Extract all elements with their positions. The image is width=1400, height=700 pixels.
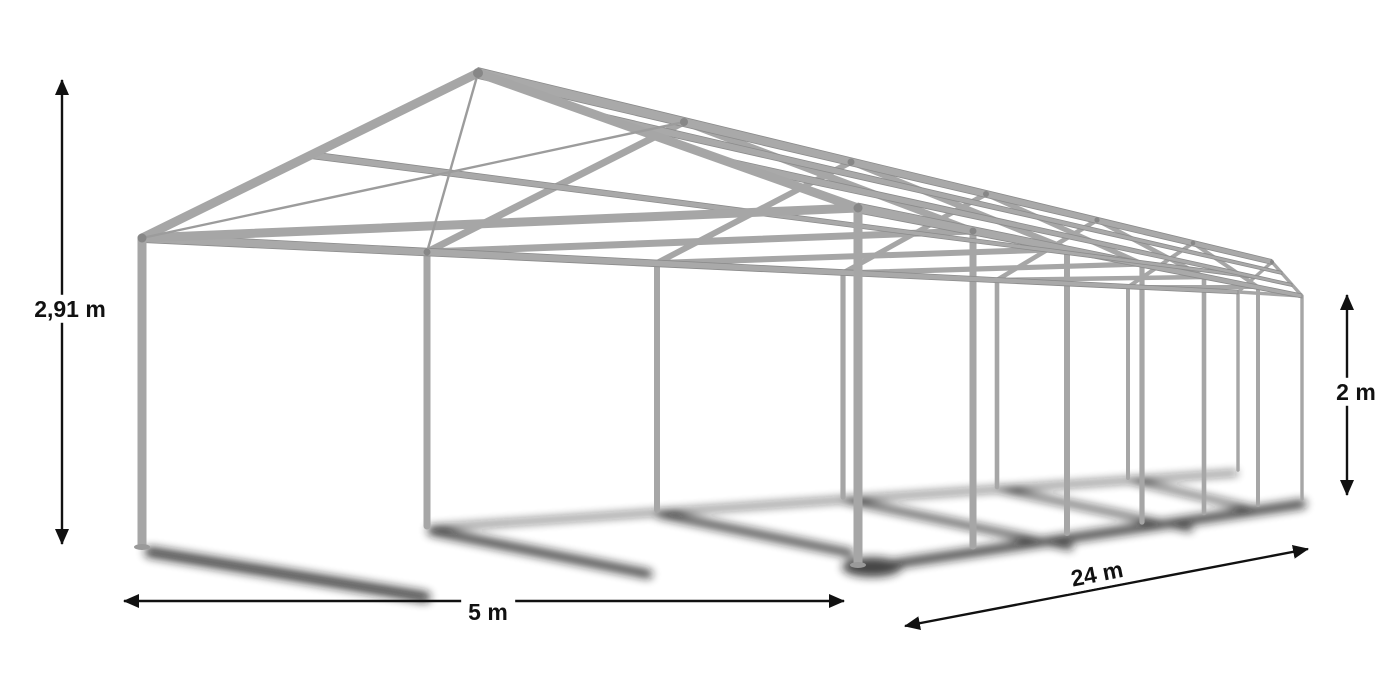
ridge-joint	[983, 191, 989, 197]
eave-joint	[137, 233, 147, 243]
eave-joint	[969, 227, 977, 235]
dimension-arrows	[55, 79, 1354, 631]
ridge-joint	[1190, 240, 1196, 246]
dimension-label-ridge-height: 2,91 m	[27, 294, 113, 324]
shadow-streak	[656, 510, 854, 557]
dimension-label-eave-height: 2 m	[1329, 377, 1383, 407]
dimension-label-front-width: 5 m	[461, 597, 515, 627]
ridge-joint	[847, 158, 855, 166]
eave-joint	[423, 248, 431, 256]
shadow-streak	[144, 546, 431, 603]
shadow-streak	[861, 499, 1307, 573]
ridge-joint	[473, 68, 483, 78]
gable-frame	[1236, 260, 1304, 501]
shadow-streak	[1127, 477, 1265, 514]
ridge-joint	[680, 118, 688, 126]
side-length-arrow	[904, 544, 1309, 631]
shadow-blob	[842, 557, 902, 577]
connector-joints	[137, 68, 1274, 264]
shadow-streak	[427, 526, 653, 579]
shadow-streak	[428, 471, 1238, 530]
roof-cross-bracing	[140, 71, 686, 254]
post-base	[134, 544, 150, 550]
tent-frame	[134, 66, 1304, 568]
longitudinal-members	[141, 66, 1303, 299]
ridge-joint	[1270, 260, 1274, 264]
post-base	[850, 562, 866, 568]
eave-joint	[853, 203, 863, 213]
ridge-joint	[1094, 217, 1100, 223]
